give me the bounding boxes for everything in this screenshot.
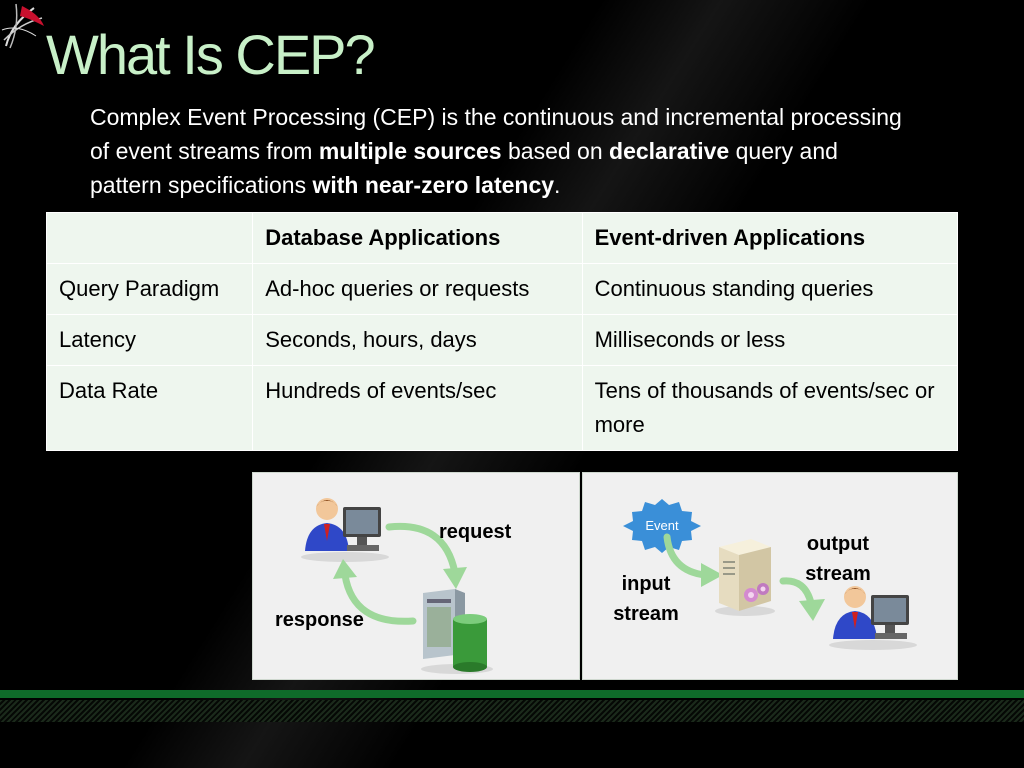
request-label: request [439, 521, 512, 543]
table-row: Latency Seconds, hours, days Millisecond… [45, 314, 959, 366]
input-stream-label: input stream [613, 573, 679, 625]
sql-server-logo-icon [1, 3, 44, 49]
response-label: response [275, 609, 364, 631]
table-row: Query Paradigm Ad-hoc queries or request… [45, 263, 959, 315]
header-database-applications: Database Applications [252, 212, 583, 264]
request-arrow [385, 522, 467, 589]
row-label-data-rate: Data Rate [45, 365, 254, 451]
intro-text: Complex Event Processing (CEP) is the co… [90, 104, 902, 164]
input-stream-arrow [663, 533, 723, 587]
user-computer-icon [301, 498, 389, 562]
database-request-response-diagram: request response [252, 472, 580, 680]
table-row: Data Rate Hundreds of events/sec Tens of… [45, 365, 959, 451]
user-computer-icon [829, 586, 917, 650]
intro-bold-near-zero-latency: with near-zero latency [312, 172, 555, 198]
intro-bold-multiple-sources: multiple sources [318, 138, 502, 164]
database-server-icon [421, 589, 493, 674]
intro-paragraph: Complex Event Processing (CEP) is the co… [90, 100, 910, 202]
cell-event-driven: Continuous standing queries [581, 263, 959, 315]
header-event-driven-applications: Event-driven Applications [581, 212, 959, 264]
event-gear-icon: Event [623, 499, 701, 553]
intro-text: based on [501, 138, 610, 164]
event-stream-diagram: Event input stream output stream [582, 472, 958, 680]
cell-event-driven: Tens of thousands of events/sec or more [581, 365, 959, 451]
row-label-latency: Latency [45, 314, 254, 366]
event-label: Event [645, 518, 679, 533]
output-stream-label: output stream [805, 533, 871, 585]
comparison-table: Database Applications Event-driven Appli… [45, 212, 959, 451]
footer-hatch-pattern [0, 700, 1024, 722]
intro-text: query and pattern specifications [90, 138, 838, 198]
cell-database: Seconds, hours, days [252, 314, 583, 366]
row-label-query-paradigm: Query Paradigm [45, 263, 254, 315]
intro-text: . [554, 172, 561, 198]
cell-database: Ad-hoc queries or requests [252, 263, 583, 315]
response-arrow [333, 559, 417, 625]
table-header-row: Database Applications Event-driven Appli… [45, 212, 959, 264]
output-stream-arrow [779, 577, 825, 621]
cell-database: Hundreds of events/sec [252, 365, 583, 451]
cell-event-driven: Milliseconds or less [581, 314, 959, 366]
server-gears-icon [715, 539, 775, 616]
slide-title: What Is CEP? [46, 23, 376, 86]
intro-bold-declarative: declarative [609, 138, 730, 164]
footer-green-band [0, 690, 1024, 698]
header-empty-cell [45, 212, 254, 264]
